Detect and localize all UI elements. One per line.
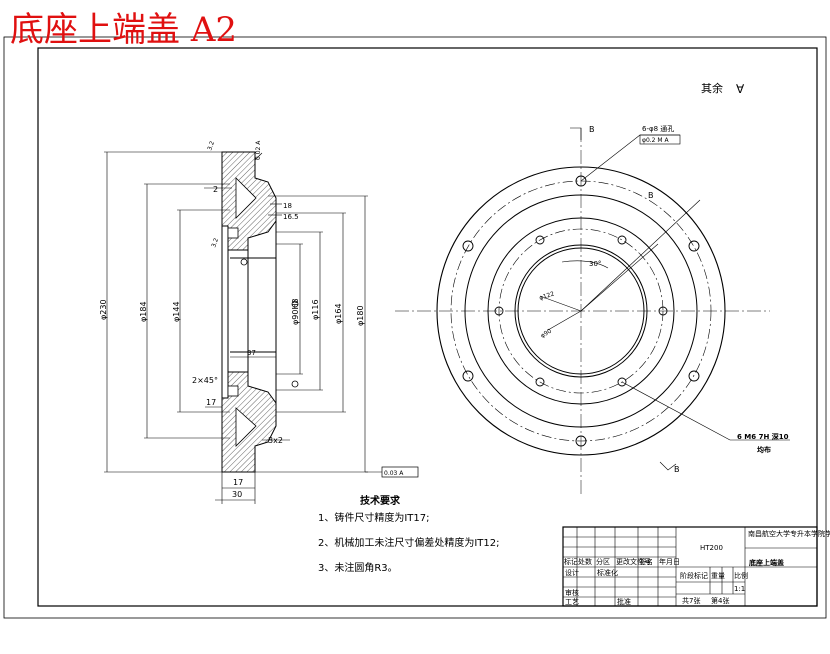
dim-width-17-bottom: 17 — [233, 478, 243, 487]
header-mark: 标记 — [564, 557, 578, 566]
sheet-total: 共7张 — [682, 596, 700, 605]
scale: 1:1 — [734, 585, 745, 593]
section-label-top: B — [589, 125, 595, 134]
front-view: B B B 6-φ8 通孔 φ0.2 M A 30° φ122 φ90 6 M6… — [395, 124, 790, 495]
dim-diameter-164: φ164 — [334, 303, 343, 324]
header-count: 处数 — [578, 557, 592, 566]
tech-heading: 技术要求 — [360, 494, 401, 507]
title-block: HT200 南昌航空大学专升本学院学号2017机械设计 底座上端盖 1:1 共7… — [562, 526, 830, 607]
header-doc: 更改文件号 — [616, 557, 651, 566]
ratio-label: 比例 — [734, 571, 748, 580]
header-date: 年月日 — [659, 557, 680, 566]
tolerance-frame-top: 0.02 A — [255, 140, 262, 160]
tolerance-frame-bottom: 0.03 A — [384, 470, 404, 477]
drawing-title: 底座上端盖 A2 — [10, 10, 237, 50]
dim-diameter-90: φ90H8 — [291, 298, 300, 325]
dim-width-30: 30 — [232, 490, 242, 499]
thread-callout: 6 M6 7H 深10 — [737, 432, 789, 441]
hatched-section-top — [221, 151, 277, 251]
stage-label: 阶段标记 — [680, 571, 708, 580]
outer-bolt-holes — [462, 175, 700, 447]
bore-diameter: φ90 — [539, 328, 553, 340]
dim-chamfer-2x45: 2×45° — [192, 376, 218, 385]
company: 南昌航空大学专升本学院学号2017机械设计 — [748, 529, 830, 538]
surface-finish-note: 其余 ∀ — [701, 81, 745, 96]
technical-requirements: 技术要求 1、铸件尺寸精度为IT17; 2、机械加工未注尺寸偏差处精度为IT12… — [318, 494, 500, 574]
section-label-right: B — [648, 191, 654, 200]
holes-callout: 6-φ8 通孔 — [642, 124, 674, 133]
dim-diameter-116: φ116 — [311, 299, 320, 320]
dim-chamfer-3x2: 3x2 — [268, 436, 283, 445]
sheet-number: 第4张 — [711, 596, 729, 605]
role-review: 审核 — [565, 588, 579, 597]
weight-label: 重量 — [711, 572, 725, 580]
title-sheet-size: A2 — [190, 10, 237, 50]
section-label-bottom: B — [674, 465, 680, 474]
approve-label: 批准 — [617, 597, 631, 606]
dim-width-37: 37 — [247, 349, 256, 357]
tech-item-2: 2、机械加工未注尺寸偏差处精度为IT12; — [318, 536, 500, 549]
tech-item-3: 3、未注圆角R3。 — [318, 561, 398, 574]
roughness-symbol: ∀ — [736, 82, 745, 96]
roughness-mid: 3.2 — [210, 237, 220, 249]
angle-30: 30° — [589, 260, 601, 268]
dim-diameter-180: φ180 — [356, 305, 365, 326]
role-design: 设计 — [565, 568, 579, 577]
threaded-holes — [494, 235, 668, 387]
tech-item-1: 1、铸件尺寸精度为IT17; — [318, 511, 430, 524]
other-surfaces-label: 其余 — [701, 81, 723, 95]
thread-callout-note: 均布 — [757, 445, 771, 454]
material: HT200 — [700, 544, 723, 552]
drawing-name: 底座上端盖 — [749, 558, 784, 567]
hatched-section-bottom — [221, 371, 277, 473]
dim-diameter-144: φ144 — [172, 301, 181, 322]
section-view: 0.03 A 3.2 0.02 A 3.2 φ230 φ184 φ144 φ90… — [99, 140, 419, 504]
dim-diameter-230: φ230 — [99, 299, 108, 320]
roughness-top: 3.2 — [206, 140, 216, 152]
role-process: 工艺 — [565, 598, 579, 606]
header-sign: 签名 — [639, 557, 653, 566]
pcd-inner: φ122 — [538, 290, 555, 301]
header-zone: 分区 — [596, 557, 610, 566]
dim-2: 2 — [213, 185, 218, 194]
outer-border — [3, 36, 827, 619]
holes-tolerance: φ0.2 M A — [642, 137, 669, 144]
dim-width-17-top: 17 — [206, 398, 216, 407]
dim-16-5: 16.5 — [283, 213, 299, 221]
title-main: 底座上端盖 — [10, 10, 180, 50]
std-label: 标准化 — [597, 568, 618, 577]
dim-18: 18 — [283, 202, 292, 210]
inner-border — [37, 47, 818, 607]
dim-diameter-184: φ184 — [139, 301, 148, 322]
